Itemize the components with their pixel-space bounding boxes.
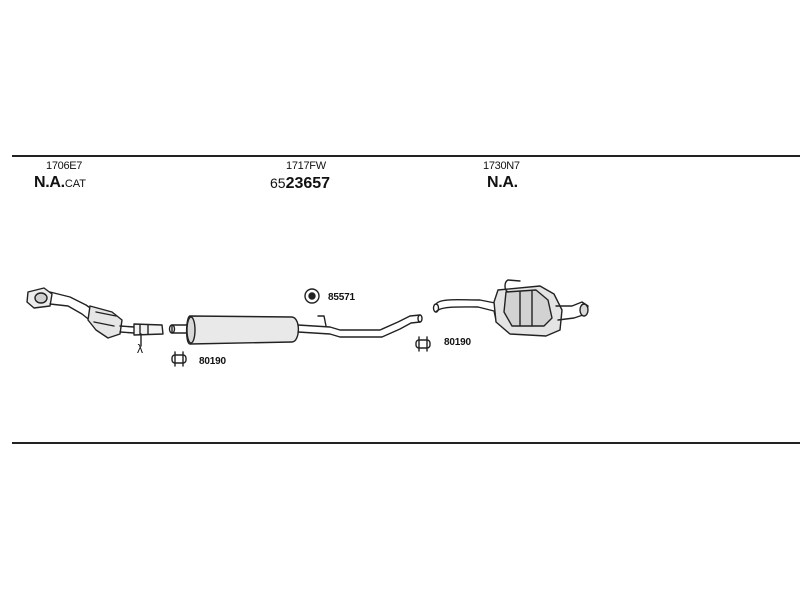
rear-silencer-drawing xyxy=(432,279,589,337)
clamp-1-drawing xyxy=(171,351,187,367)
section-1-secondary: CAT xyxy=(64,178,86,190)
top-rule xyxy=(12,155,800,157)
section-3-code: 1730N7 xyxy=(483,160,520,172)
section-2-number-main: 23657 xyxy=(285,175,331,192)
middle-silencer-drawing xyxy=(168,314,423,345)
section-1-status: N.A.CAT xyxy=(34,174,86,192)
clamp-2-drawing xyxy=(415,336,431,352)
section-1-primary: N.A. xyxy=(34,174,65,191)
bottom-rule xyxy=(12,442,800,444)
section-2-part-number: 6523657 xyxy=(270,175,330,193)
section-3-status: N.A. xyxy=(487,174,518,192)
clamp-1-label: 80190 xyxy=(199,356,226,367)
catalytic-converter-drawing xyxy=(26,287,164,347)
section-1-code: 1706E7 xyxy=(46,160,83,172)
clamp-2-label: 80190 xyxy=(444,337,471,348)
section-2-code: 1717FW xyxy=(286,160,326,172)
seal-label: 85571 xyxy=(328,292,355,303)
section-3-primary: N.A. xyxy=(487,174,518,191)
section-2-number-prefix: 65 xyxy=(270,175,286,191)
lambda-sensor-symbol: λ xyxy=(137,342,143,356)
seal-drawing xyxy=(304,288,320,304)
